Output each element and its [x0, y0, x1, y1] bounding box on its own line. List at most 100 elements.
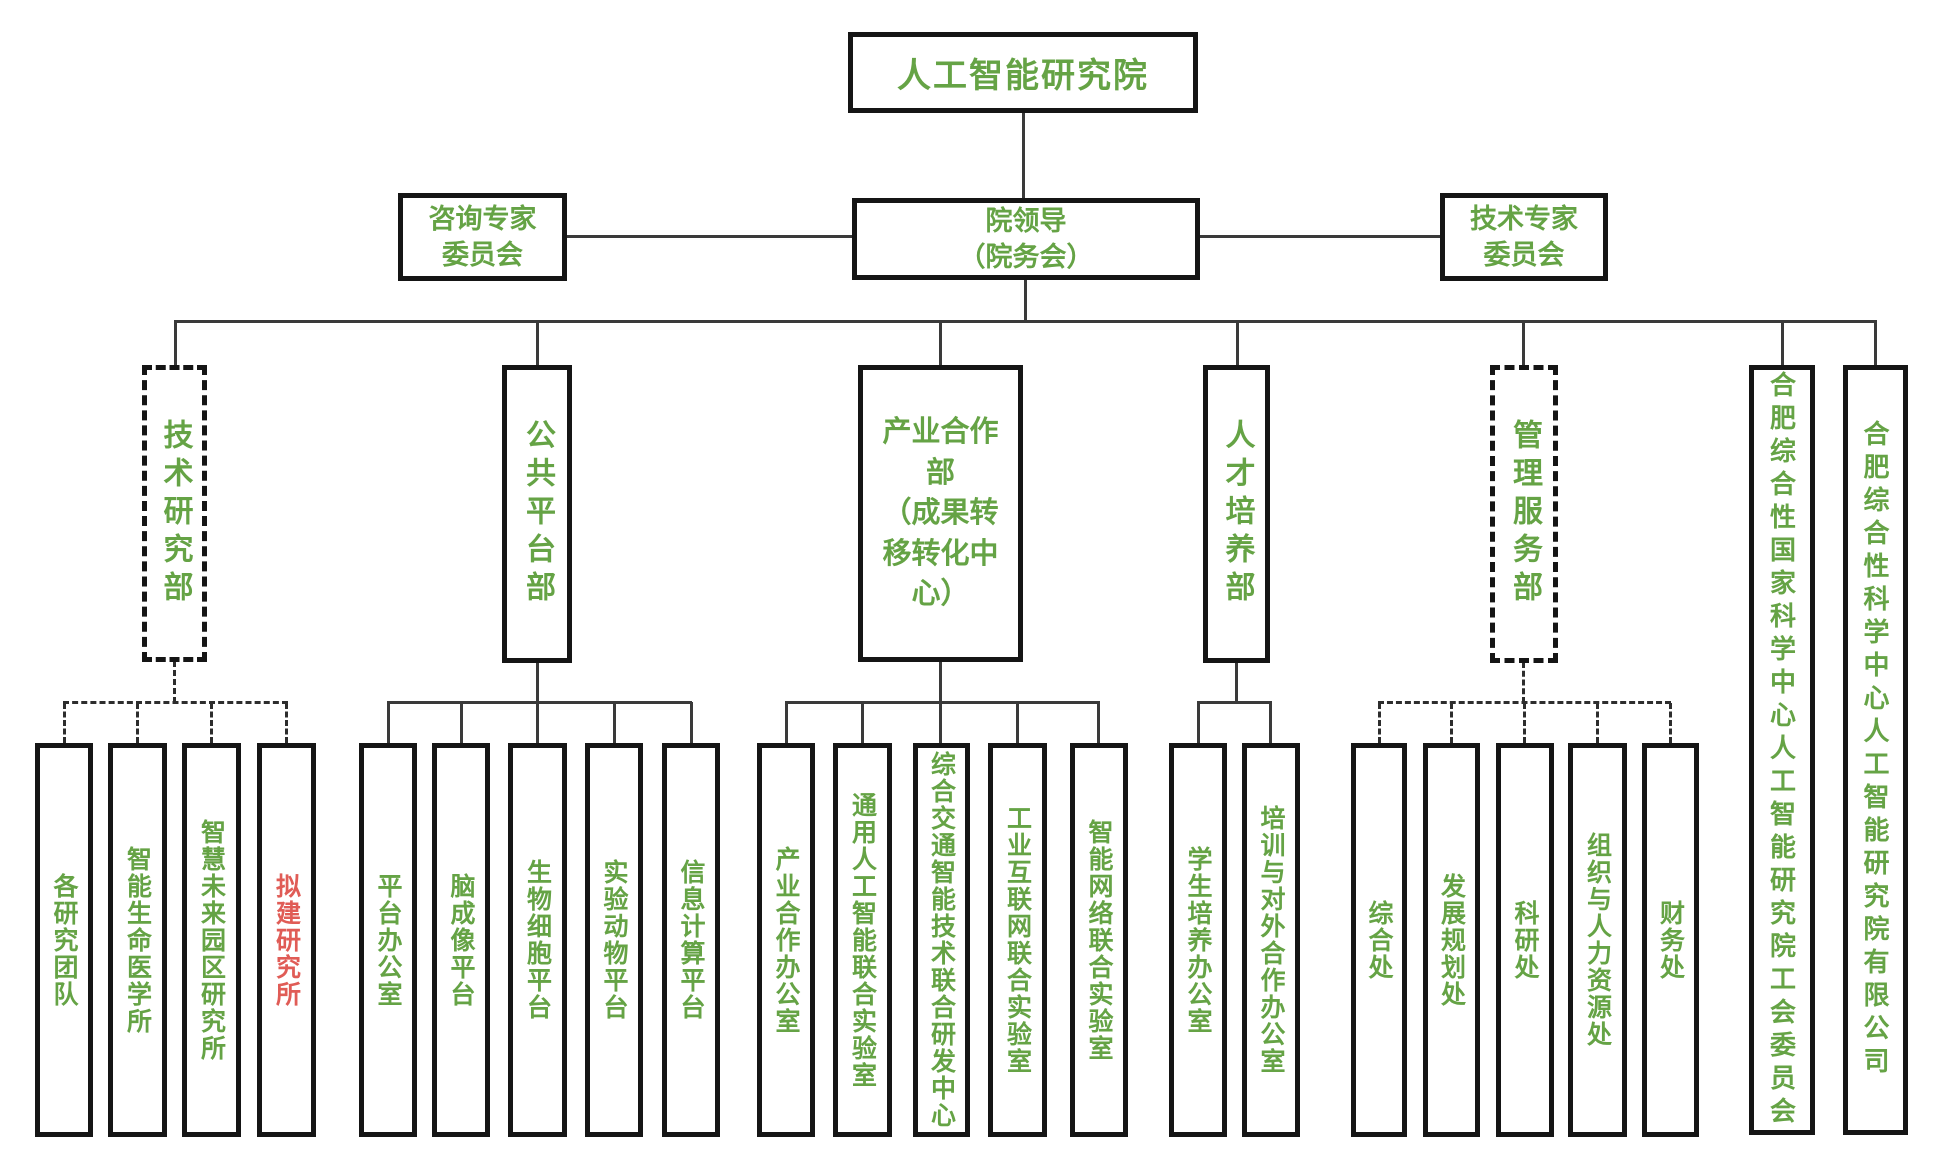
connector [939, 702, 942, 743]
unit-bio-cell-label: 生物细胞平台 [523, 859, 552, 1021]
root-institute-label: 人工智能研究院 [897, 57, 1149, 95]
unit-student-training-office-label: 学生培养办公室 [1184, 845, 1212, 1035]
dept-limited-company-label: 合肥综合性科学中心人工智能研究院有限公司 [1860, 420, 1890, 1080]
unit-finance: 财务处 [1642, 743, 1699, 1137]
dept-tech-research: 技术研究部 [142, 365, 207, 662]
connector [1016, 702, 1019, 743]
unit-training-external-coop-office: 培训与对外合作办公室 [1242, 743, 1300, 1137]
unit-research-admin: 科研处 [1496, 743, 1554, 1137]
technical-committee-box: 技术专家 委员会 [1440, 193, 1608, 281]
connector [1874, 321, 1877, 365]
unit-brain-imaging: 脑成像平台 [432, 743, 490, 1137]
connector [536, 702, 539, 743]
unit-student-training-office: 学生培养办公室 [1169, 743, 1227, 1137]
connector [536, 321, 539, 365]
connector [460, 702, 463, 743]
unit-org-hr-label: 组织与人力资源处 [1583, 832, 1612, 1048]
dept-industry-cooperation: 产业合作部 （成果转移转化中心） [858, 365, 1023, 662]
unit-org-hr: 组织与人力资源处 [1568, 743, 1627, 1137]
unit-research-teams-label: 各研究团队 [50, 872, 78, 1008]
connector [1024, 280, 1027, 322]
connector [939, 321, 942, 365]
unit-planned-institute-label: 拟建研究所 [272, 872, 301, 1008]
dept-public-platform: 公共平台部 [502, 365, 572, 663]
dept-talent-training: 人才培养部 [1203, 365, 1270, 663]
unit-agi-joint-lab: 通用人工智能联合实验室 [833, 743, 892, 1137]
unit-brain-imaging-label: 脑成像平台 [447, 872, 475, 1008]
unit-finance-label: 财务处 [1656, 899, 1685, 981]
unit-intelligent-network-lab: 智能网络联合实验室 [1070, 743, 1128, 1137]
connector [1378, 701, 1671, 704]
unit-intelligent-life-medicine: 智能生命医学所 [108, 743, 167, 1137]
connector [1235, 662, 1238, 703]
connector [565, 235, 852, 238]
unit-planned-institute: 拟建研究所 [257, 743, 316, 1137]
unit-agi-joint-lab-label: 通用人工智能联合实验室 [848, 791, 877, 1089]
connector [1197, 702, 1200, 743]
connector [1378, 703, 1381, 743]
connector [1097, 702, 1100, 743]
connector [173, 661, 176, 703]
connector [387, 701, 692, 704]
root-institute-box: 人工智能研究院 [848, 32, 1198, 113]
connector [861, 702, 864, 743]
unit-smart-future-park-label: 智慧未来园区研究所 [197, 818, 226, 1062]
technical-committee-label: 技术专家 委员会 [1470, 203, 1578, 270]
connector [210, 703, 213, 743]
connector [174, 321, 177, 365]
connector [1669, 703, 1672, 743]
unit-bio-cell: 生物细胞平台 [508, 743, 567, 1137]
advisory-committee-label: 咨询专家 委员会 [428, 203, 537, 270]
unit-industry-coop-office: 产业合作办公室 [757, 743, 815, 1137]
connector [785, 701, 1100, 704]
unit-platform-office: 平台办公室 [359, 743, 417, 1137]
connector [1450, 703, 1453, 743]
unit-info-computing-label: 信息计算平台 [677, 859, 705, 1021]
connector [1236, 321, 1239, 365]
dept-limited-company: 合肥综合性科学中心人工智能研究院有限公司 [1843, 365, 1908, 1135]
advisory-committee-box: 咨询专家 委员会 [398, 193, 567, 281]
unit-development-planning: 发展规划处 [1423, 743, 1480, 1137]
dept-tech-research-label: 技术研究部 [158, 418, 192, 609]
unit-training-external-coop-office-label: 培训与对外合作办公室 [1257, 805, 1285, 1075]
unit-industrial-internet-lab: 工业互联网联合实验室 [988, 743, 1047, 1137]
connector [63, 701, 288, 704]
unit-research-admin-label: 科研处 [1511, 899, 1539, 981]
connector [1522, 321, 1525, 365]
dept-public-platform-label: 公共平台部 [521, 419, 554, 609]
connector [1197, 701, 1272, 704]
unit-lab-animal-label: 实验动物平台 [600, 859, 628, 1021]
dept-management-service: 管理服务部 [1490, 365, 1558, 663]
unit-lab-animal: 实验动物平台 [585, 743, 643, 1137]
connector [63, 703, 66, 743]
connector [174, 320, 1877, 323]
leadership-box: 院领导 （院务会） [852, 198, 1200, 280]
unit-research-teams: 各研究团队 [35, 743, 93, 1137]
unit-smart-future-park: 智慧未来园区研究所 [182, 743, 241, 1137]
connector [136, 703, 139, 743]
unit-industry-coop-office-label: 产业合作办公室 [772, 845, 800, 1035]
connector [1781, 321, 1784, 365]
dept-union-committee: 合肥综合性国家科学中心人工智能研究院工会委员会 [1749, 365, 1815, 1135]
unit-transport-rd-center: 综合交通智能技术联合研发中心 [913, 743, 970, 1137]
connector [1523, 703, 1526, 743]
connector [690, 702, 693, 743]
connector [1522, 662, 1525, 703]
dept-talent-training-label: 人才培养部 [1220, 419, 1254, 609]
unit-industrial-internet-lab-label: 工业互联网联合实验室 [1003, 805, 1032, 1075]
unit-general-office: 综合处 [1351, 743, 1407, 1137]
connector [1198, 235, 1440, 238]
unit-general-office-label: 综合处 [1365, 899, 1393, 981]
unit-intelligent-network-lab-label: 智能网络联合实验室 [1085, 818, 1113, 1062]
connector [939, 661, 942, 703]
connector [1022, 113, 1025, 198]
unit-platform-office-label: 平台办公室 [374, 872, 402, 1008]
leadership-label: 院领导 （院务会） [958, 205, 1094, 272]
unit-info-computing: 信息计算平台 [662, 743, 720, 1137]
connector [285, 703, 288, 743]
connector [785, 702, 788, 743]
connector [536, 662, 539, 703]
connector [613, 702, 616, 743]
dept-management-service-label: 管理服务部 [1508, 419, 1541, 609]
